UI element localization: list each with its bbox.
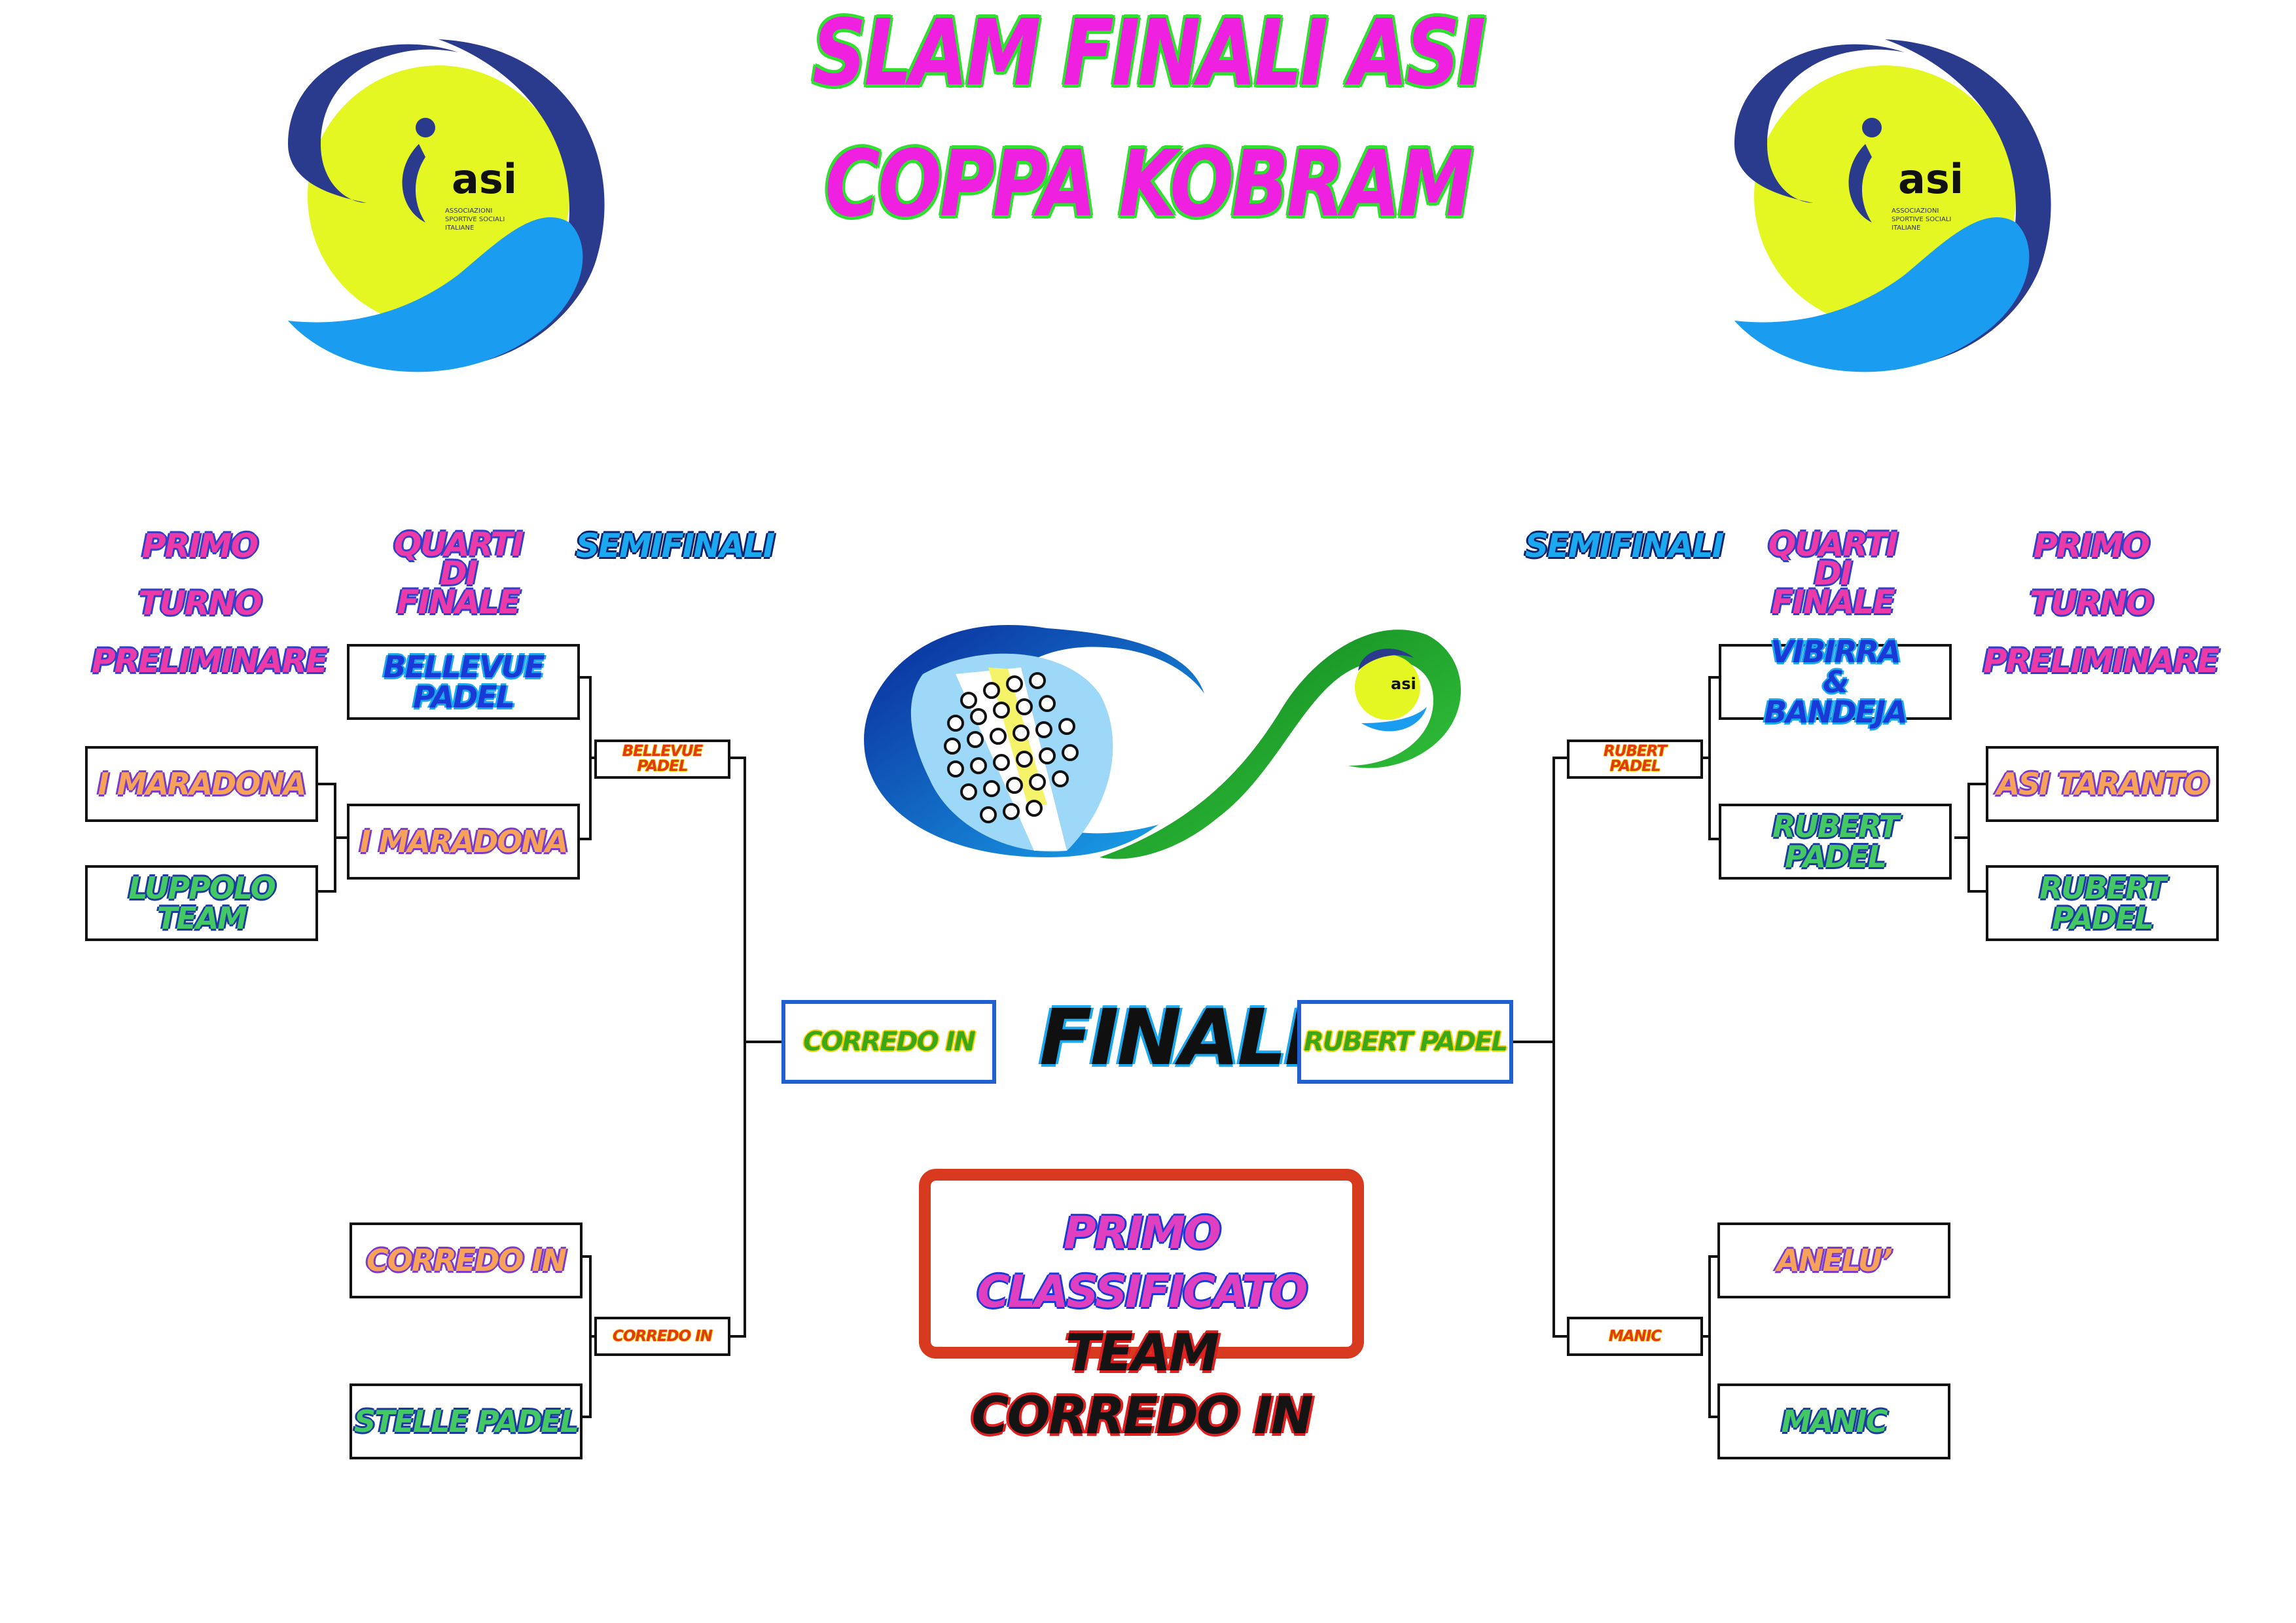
right-qf-team-1: VIBIRRA & BANDEJA [1719,637,1952,727]
right-finalist: RUBERT PADEL [1297,1000,1513,1084]
left-qf-team-2: I MARADONA [347,804,580,880]
svg-text:SPORTIVE SOCIALI: SPORTIVE SOCIALI [1892,216,1951,223]
header-semifinali-right: SEMIFINALI [1525,527,1724,565]
winner-box: PRIMO CLASSIFICATO TEAM CORREDO IN [919,1169,1364,1446]
left-qf-team-4: STELLE PADEL [350,1383,583,1459]
svg-text:ASSOCIAZIONI: ASSOCIAZIONI [1892,207,1939,215]
right-prelim-team-2: RUBERT PADEL [1986,865,2219,941]
svg-text:ITALIANE: ITALIANE [445,224,474,232]
winner-label: PRIMO CLASSIFICATO [977,1207,1308,1318]
title-line-1: SLAM FINALI ASI [812,0,1486,107]
left-finalist: CORREDO IN [781,1000,996,1084]
asi-logo-left: asi ASSOCIAZIONI SPORTIVE SOCIALI ITALIA… [288,39,605,372]
header-primo-turno-left: PRIMO TURNO PRELIMINARE [92,527,328,680]
padel-infinity-logo: asi [864,624,1462,859]
asi-logo-right: asi ASSOCIAZIONI SPORTIVE SOCIALI ITALIA… [1734,39,2051,372]
right-prelim-team-1: ASI TARANTO [1986,746,2219,822]
logo-text: asi [452,155,517,203]
right-qf-team-4: MANIC [1717,1383,1950,1459]
winner-team: TEAM CORREDO IN [971,1324,1313,1446]
left-sf-team-2: CORREDO IN [594,1317,730,1356]
header-semifinali-left: SEMIFINALI [576,527,775,565]
finale-label: FINALE [1039,992,1337,1082]
header-quarti-left: QUARTI DI FINALE [393,526,524,621]
left-qf-team-3: CORREDO IN [350,1222,583,1298]
left-qf-team-1: BELLEVUE PADEL [347,644,580,720]
right-sf-team-1: RUBERT PADEL [1567,740,1703,779]
right-sf-team-2: MANIC [1567,1317,1703,1356]
left-sf-team-1: BELLEVUE PADEL [594,740,730,779]
header-quarti-right: QUARTI DI FINALE [1768,526,1899,621]
logo-text: asi [1391,675,1416,693]
left-prelim-team-1: I MARADONA [85,746,318,822]
svg-text:ITALIANE: ITALIANE [1892,224,1920,232]
right-qf-team-2: RUBERT PADEL [1719,804,1952,880]
svg-text:ASSOCIAZIONI: ASSOCIAZIONI [445,207,492,215]
right-qf-team-3: ANELU’ [1717,1222,1950,1298]
logo-text: asi [1898,155,1964,203]
svg-text:SPORTIVE SOCIALI: SPORTIVE SOCIALI [445,216,505,223]
title-line-2: COPPA KOBRAM [825,131,1473,238]
header-primo-turno-right: PRIMO TURNO PRELIMINARE [1983,527,2219,680]
left-prelim-team-2: LUPPOLO TEAM [85,865,318,941]
